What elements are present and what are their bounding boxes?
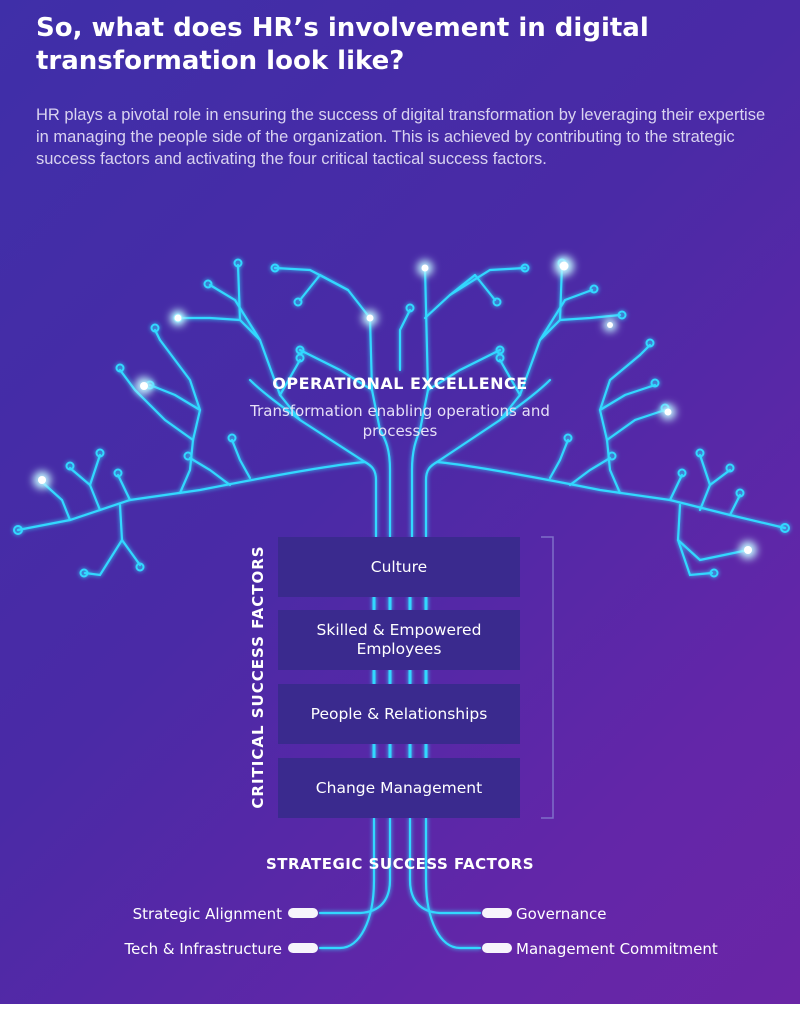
root-label-management-commitment: Management Commitment (516, 940, 718, 958)
critical-success-factors-label: CRITICAL SUCCESS FACTORS (249, 545, 267, 808)
factors-bracket (541, 537, 553, 818)
factor-box-change-management: Change Management (278, 758, 520, 818)
factor-label: Change Management (316, 779, 482, 798)
operational-excellence-title: OPERATIONAL EXCELLENCE (200, 374, 600, 393)
strategic-success-factors-title: STRATEGIC SUCCESS FACTORS (200, 855, 600, 873)
connector-plug-icon (288, 908, 512, 953)
root-lines (320, 818, 480, 948)
factor-label: Skilled & Empowered Employees (308, 621, 490, 659)
factor-label: Culture (371, 558, 427, 577)
root-label-strategic-alignment: Strategic Alignment (133, 905, 282, 923)
factor-label: People & Relationships (311, 705, 488, 724)
root-label-tech-infrastructure: Tech & Infrastructure (125, 940, 282, 958)
factor-box-culture: Culture (278, 537, 520, 597)
factor-box-people-relationships: People & Relationships (278, 684, 520, 744)
operational-excellence-subtitle: Transformation enabling operations and p… (250, 401, 550, 441)
root-label-governance: Governance (516, 905, 607, 923)
factor-box-skilled-employees: Skilled & Empowered Employees (278, 610, 520, 670)
